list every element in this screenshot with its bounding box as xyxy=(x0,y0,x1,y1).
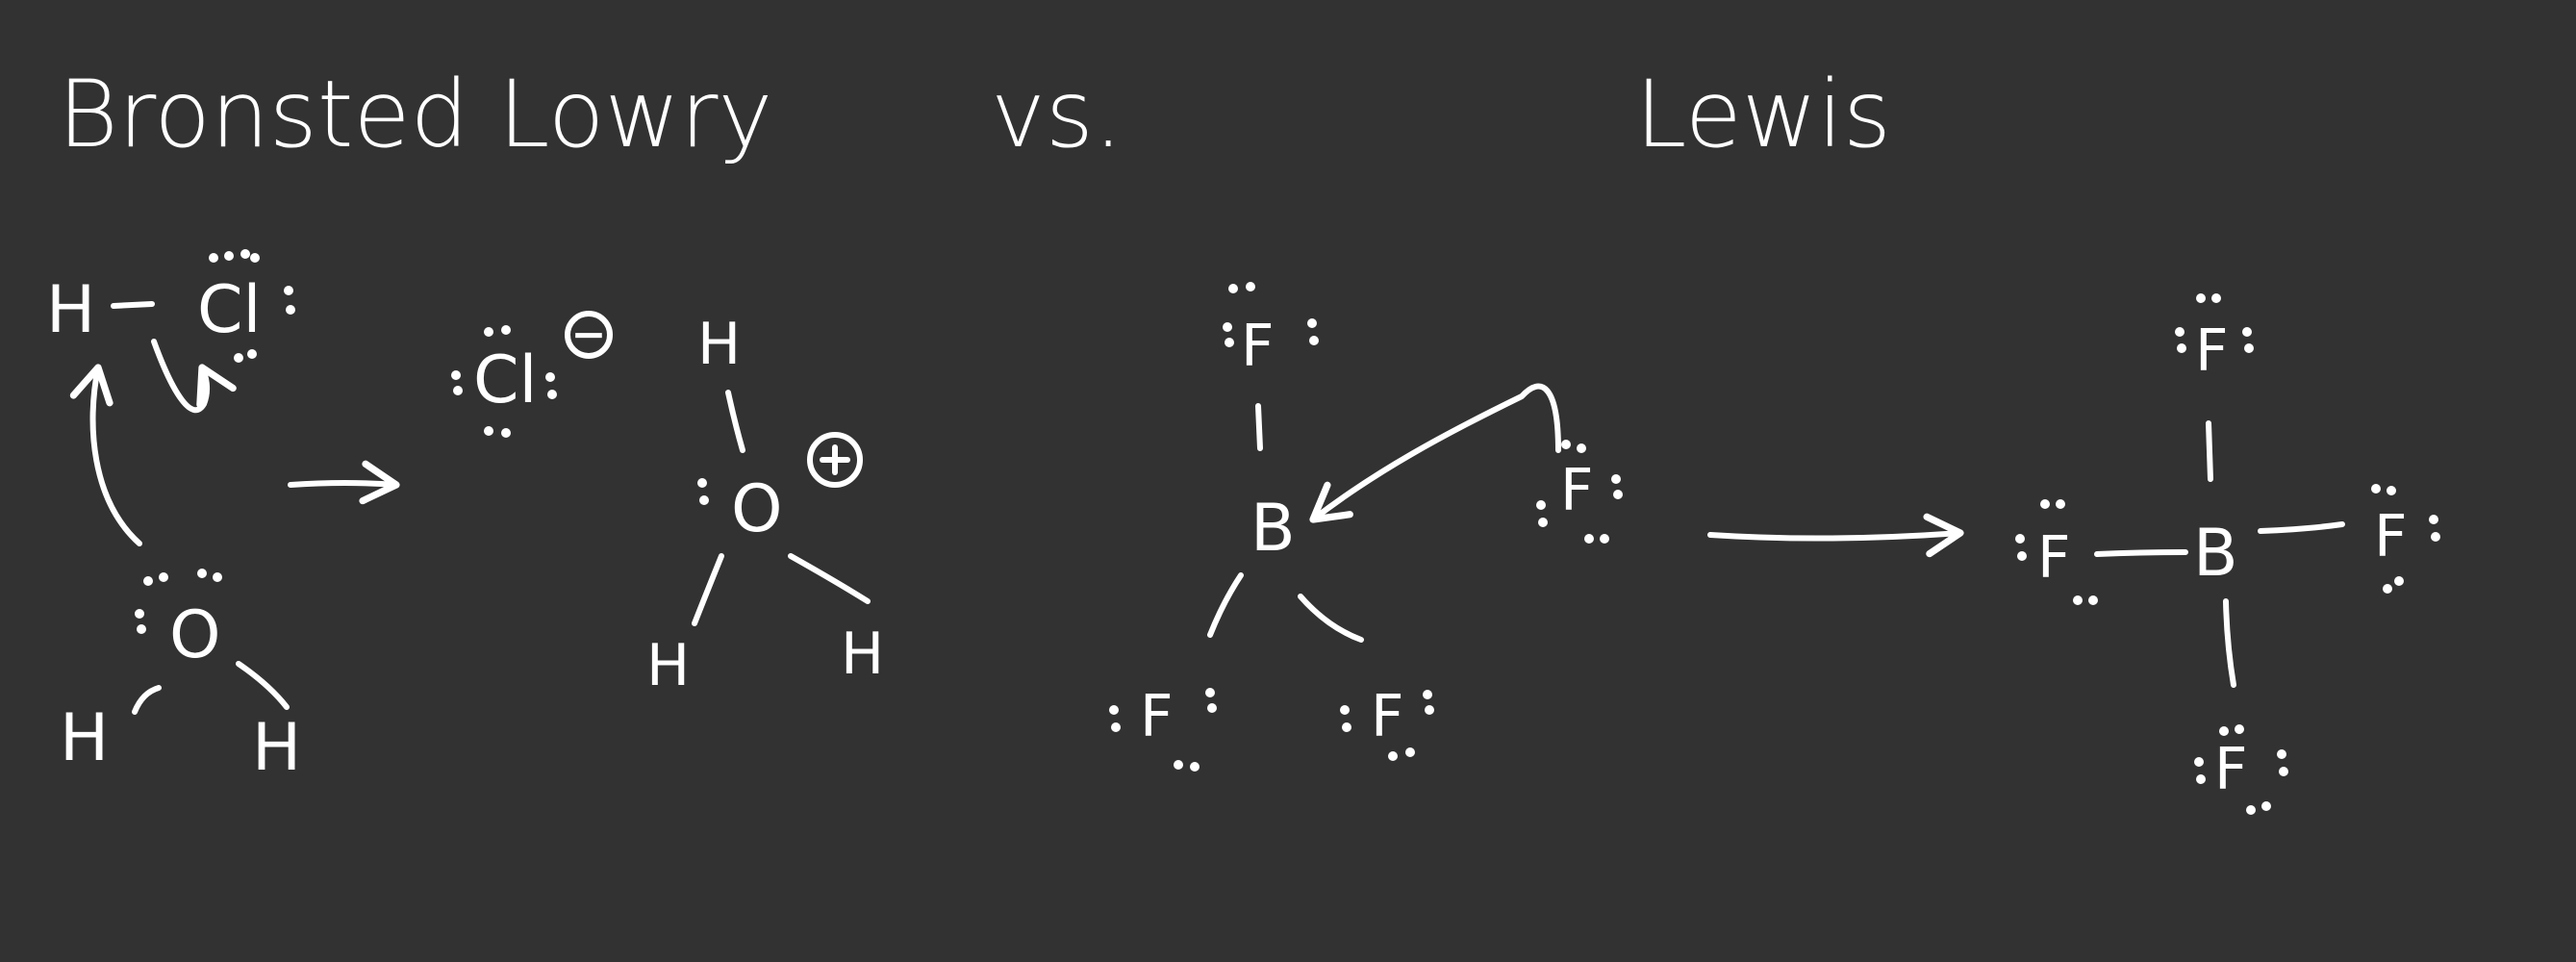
bf3-fluorine-left-atom: F xyxy=(1140,683,1174,750)
hydronium-hydrogen-left-atom: H xyxy=(646,632,690,699)
hydronium-oxygen-lone-pair xyxy=(697,478,709,505)
hydronium-bond-left xyxy=(692,553,724,626)
hydronium-ion: H O H H xyxy=(646,311,884,699)
title-bronsted-lowry: Bronsted Lowry xyxy=(58,61,772,168)
bf4-fluorine-top-lone-pairs xyxy=(2175,293,2254,353)
title-versus: vs. xyxy=(991,61,1123,168)
bf3-bond-left xyxy=(1207,572,1244,638)
hydronium-bond-right xyxy=(788,553,871,604)
chloride-charge-symbol: − xyxy=(571,311,607,360)
hcl-chlorine-atom: Cl xyxy=(197,272,261,348)
bf3-fluorine-left-lone-pairs xyxy=(1109,688,1217,772)
hydronium-hydrogen-right-atom: H xyxy=(841,620,884,688)
bf3-fluorine-top-atom: F xyxy=(1241,313,1275,380)
hcl-hydrogen-atom: H xyxy=(46,272,95,348)
hydronium-positive-charge xyxy=(807,432,863,488)
bf4-bond-top xyxy=(2206,420,2213,482)
hydronium-hydrogen-top-atom: H xyxy=(697,311,741,378)
bf4-fluorine-left-atom: F xyxy=(2037,524,2071,592)
title-lewis: Lewis xyxy=(1635,61,1891,168)
lone-pair-attack-arrow xyxy=(69,364,142,546)
hcl-bond xyxy=(111,301,155,309)
bf4-fluorine-right-atom: F xyxy=(2374,503,2408,570)
bf3-boron-atom: B xyxy=(1250,491,1296,567)
fluoride-ion: F xyxy=(1536,440,1623,544)
bf4-bond-bottom xyxy=(2223,598,2236,688)
fluoride-lone-pair-arrow xyxy=(1309,383,1561,523)
bf3-fluorine-right-lone-pairs xyxy=(1340,690,1434,761)
water-bond-right xyxy=(236,661,290,710)
bf3-bond-right xyxy=(1298,594,1364,643)
lewis-reaction-arrow xyxy=(1707,513,1964,558)
fluoride-lone-pairs xyxy=(1536,440,1623,544)
bf3-fluorine-right-atom: F xyxy=(1371,683,1404,750)
tetrafluoroborate-ion: F B F F F xyxy=(2015,293,2440,815)
hcl-molecule: H Cl xyxy=(46,249,295,363)
water-bond-left xyxy=(132,685,162,715)
chloride-atom: Cl xyxy=(473,342,537,418)
water-hydrogen-right-atom: H xyxy=(252,710,301,786)
bf4-fluorine-left-lone-pairs xyxy=(2015,499,2098,605)
chloride-negative-charge: − xyxy=(565,311,613,360)
bf4-bond-left xyxy=(2094,549,2188,557)
water-molecule: O H H xyxy=(60,569,301,786)
hcl-chlorine-lone-pairs xyxy=(209,249,295,363)
water-oxygen-lone-pairs xyxy=(135,569,222,634)
boron-trifluoride: F B F F xyxy=(1109,282,1434,772)
charge-circle xyxy=(565,311,613,359)
bf4-fluorine-bottom-atom: F xyxy=(2214,736,2248,803)
bronsted-lowry-reaction-arrow xyxy=(288,460,400,505)
charge-circle xyxy=(807,432,863,488)
bf3-bond-top xyxy=(1255,403,1263,451)
fluoride-atom: F xyxy=(1560,457,1594,524)
bf4-fluorine-right-lone-pairs xyxy=(2371,484,2440,594)
water-oxygen-atom: O xyxy=(169,597,221,673)
water-hydrogen-left-atom: H xyxy=(60,700,109,776)
hydronium-bond-top xyxy=(725,390,745,453)
bond-break-arrow xyxy=(151,339,237,414)
bf4-bond-right xyxy=(2258,521,2345,534)
chloride-lone-pairs xyxy=(451,325,557,438)
chloride-ion: Cl − xyxy=(451,311,613,438)
bf4-fluorine-top-atom: F xyxy=(2195,317,2229,385)
bf4-boron-atom: B xyxy=(2193,516,2238,592)
hydronium-oxygen-atom: O xyxy=(731,471,783,547)
bf4-fluorine-bottom-lone-pairs xyxy=(2194,724,2288,815)
bf3-fluorine-top-lone-pairs xyxy=(1223,282,1319,347)
